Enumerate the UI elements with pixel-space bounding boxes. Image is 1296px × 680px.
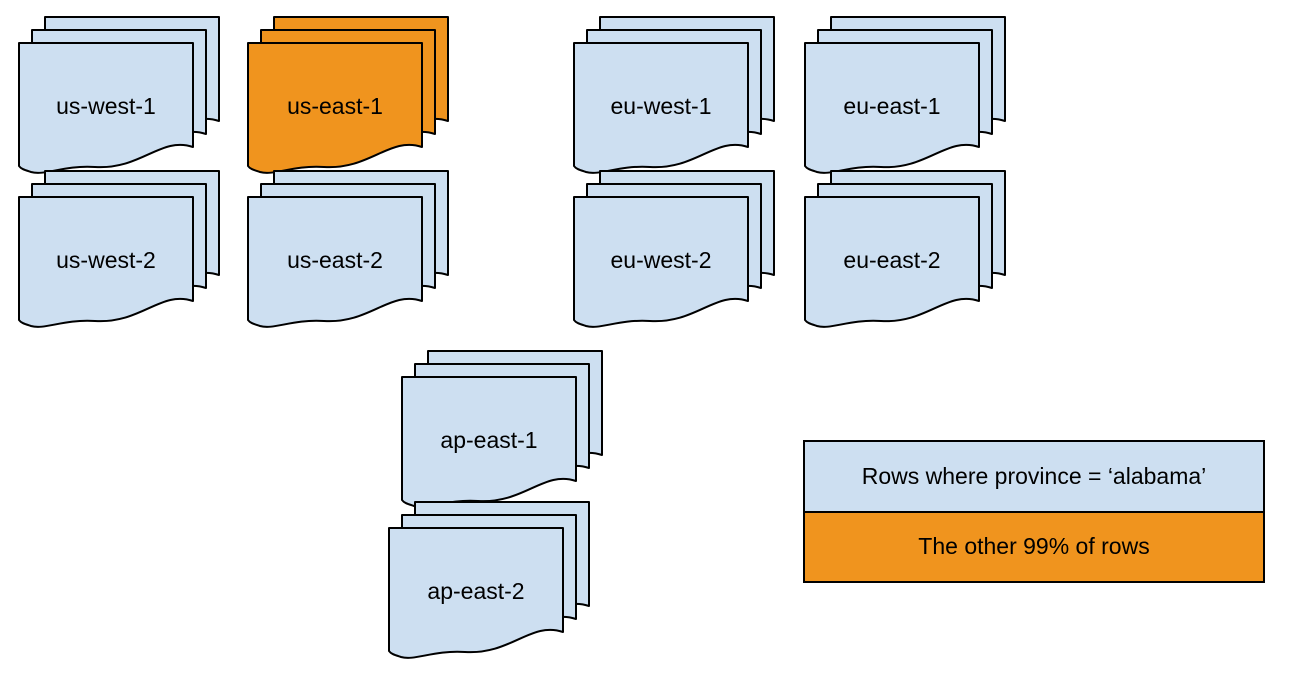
region-stack-eu-east-1: eu-east-1 (804, 16, 1007, 174)
legend-row-alabama: Rows where province = ‘alabama’ (805, 442, 1263, 511)
region-stack-us-east-2: us-east-2 (247, 170, 450, 328)
legend-row-other: The other 99% of rows (805, 510, 1263, 581)
region-label: us-west-2 (56, 247, 156, 273)
region-stack-ap-east-2: ap-east-2 (388, 501, 591, 659)
region-label: ap-east-1 (440, 427, 537, 453)
region-label: eu-west-1 (611, 93, 712, 119)
region-stack-eu-west-2: eu-west-2 (573, 170, 776, 328)
region-stack-eu-west-1: eu-west-1 (573, 16, 776, 174)
region-label: eu-east-1 (843, 93, 940, 119)
region-label: eu-east-2 (843, 247, 940, 273)
region-stack-us-west-2: us-west-2 (18, 170, 221, 328)
region-stack-us-west-1: us-west-1 (18, 16, 221, 174)
region-label: eu-west-2 (611, 247, 712, 273)
legend: Rows where province = ‘alabama’ The othe… (803, 440, 1265, 583)
region-label: us-west-1 (56, 93, 156, 119)
region-stack-us-east-1: us-east-1 (247, 16, 450, 174)
region-stack-ap-east-1: ap-east-1 (401, 350, 604, 508)
region-label: ap-east-2 (427, 578, 524, 604)
legend-row-other-label: The other 99% of rows (918, 533, 1150, 560)
region-label: us-east-1 (287, 93, 383, 119)
region-label: us-east-2 (287, 247, 383, 273)
legend-row-alabama-label: Rows where province = ‘alabama’ (861, 462, 1207, 489)
region-stack-eu-east-2: eu-east-2 (804, 170, 1007, 328)
